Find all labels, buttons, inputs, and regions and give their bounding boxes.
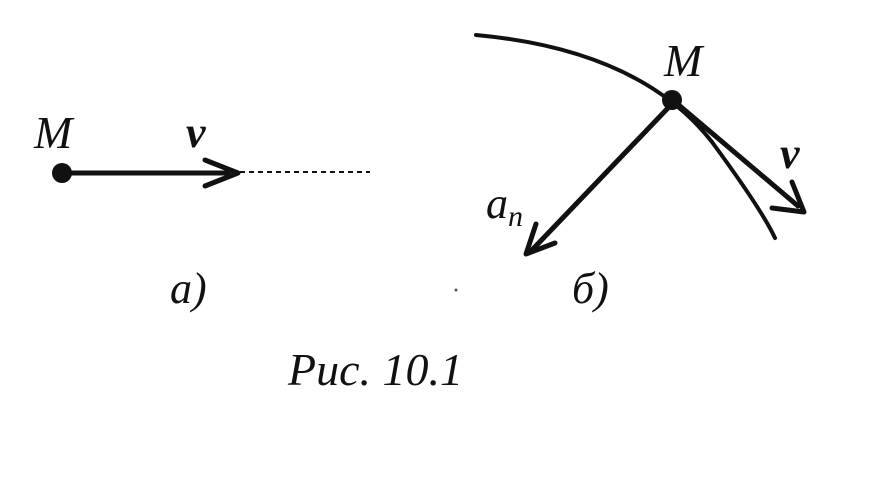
caption-a: а)	[170, 264, 207, 313]
velocity-arrowhead-a	[202, 157, 241, 189]
acceleration-arrowhead	[523, 221, 558, 257]
point-m-b	[662, 90, 682, 110]
acceleration-label-base: a	[486, 179, 508, 228]
acceleration-vector	[529, 105, 671, 253]
stray-dot	[454, 288, 458, 292]
velocity-vector-b	[671, 98, 801, 209]
point-m-a	[52, 163, 72, 183]
acceleration-label-subscript: n	[508, 200, 523, 233]
panel-b: M v an б)	[454, 33, 807, 313]
caption-b: б)	[572, 264, 609, 313]
panel-a: M v а)	[33, 107, 370, 313]
velocity-arrowhead-b	[769, 179, 807, 215]
point-label-a: M	[33, 107, 75, 158]
figure-caption: Рис. 10.1	[287, 344, 463, 395]
velocity-label-b: v	[780, 129, 800, 178]
acceleration-label: an	[486, 179, 523, 233]
trajectory-curve	[474, 33, 777, 240]
velocity-label-a: v	[186, 108, 206, 157]
point-label-b: M	[663, 35, 705, 86]
